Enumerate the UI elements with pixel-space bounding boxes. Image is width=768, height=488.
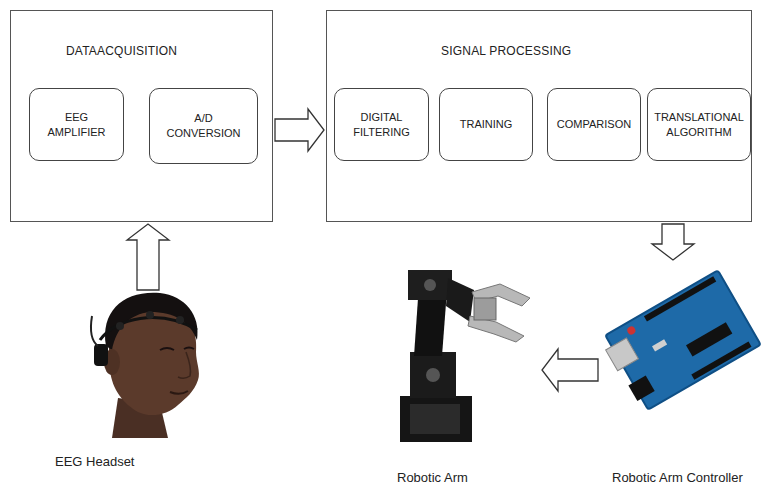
gripper-plate [474,298,496,320]
arm-base-servo [410,404,460,434]
stage-title: SIGNAL PROCESSING [441,44,571,58]
flow-arrow [542,349,598,391]
arm-joint [424,279,436,291]
process-box: DIGITAL FILTERING [334,88,429,161]
process-box: EEG AMPLIFIER [29,88,124,161]
pin-header [644,276,716,321]
process-label: TRAINING [460,117,513,132]
stage-title: DATAACQUISITION [66,44,177,58]
process-label: A/D CONVERSION [156,111,251,141]
process-box: TRANSLATIONAL ALGORITHM [647,88,751,161]
electrode [116,322,124,330]
device-figure: EEG Headset [50,292,210,472]
flow-arrow [127,224,169,290]
flow-arrow [275,109,324,151]
arm-wrist [446,278,474,322]
headset-pad [94,344,108,366]
process-box: COMPARISON [547,88,641,161]
headset-cable [91,316,98,346]
eye [184,348,194,350]
device-figure: Robotic Arm Controller [600,262,764,488]
power-jack [628,375,654,401]
process-label: COMPARISON [557,117,631,132]
process-box: A/D CONVERSION [149,88,258,164]
usb-port [606,338,639,371]
arm-shoulder [410,352,456,398]
crystal [652,339,667,351]
figure-caption: Robotic Arm [397,470,468,485]
arm-base [400,396,472,442]
hair [105,293,198,350]
nose [178,352,191,378]
reset-button [626,325,637,336]
electrode [146,311,154,319]
head-illustration [91,293,199,438]
stage-box: DATAACQUISITION EEG AMPLIFIER A/D CONVERSI… [10,10,273,222]
arm-joint [426,368,440,382]
figure-caption: EEG Headset [55,454,135,469]
flow-arrow [652,224,694,260]
stage-box: SIGNAL PROCESSING DIGITAL FILTERING TRAINI… [326,10,752,222]
device-figure: Robotic Arm [392,268,540,488]
eye [160,348,174,350]
figure-caption: Robotic Arm Controller [612,470,743,485]
mouth [170,391,188,394]
arm-elbow [408,270,452,300]
robotic-arm-illustration [400,270,530,442]
process-label: TRANSLATIONAL ALGORITHM [654,110,744,140]
controller-board-illustration [599,270,761,413]
process-label: DIGITAL FILTERING [341,110,422,140]
process-box: TRAINING [439,88,533,161]
board [605,270,761,409]
chip [686,322,732,356]
process-label: EEG AMPLIFIER [36,110,117,140]
electrode [176,316,184,324]
